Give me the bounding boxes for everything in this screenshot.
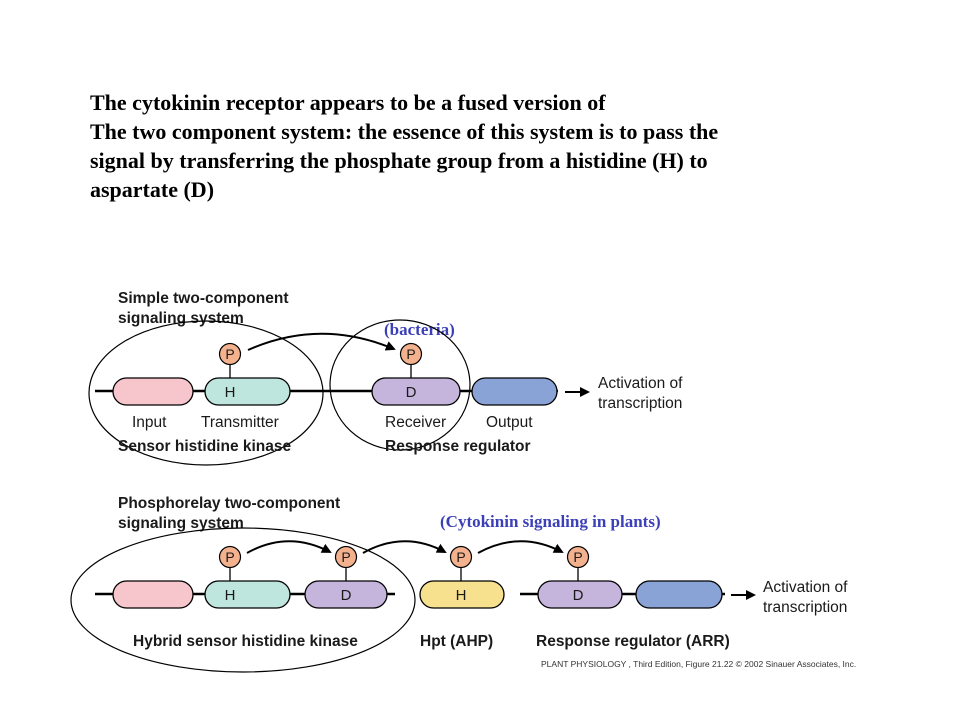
hybrid-input-domain <box>112 580 194 609</box>
simple-d-label: D <box>406 384 417 401</box>
receiver-domain <box>371 377 461 406</box>
simple-transfer-arrow <box>247 332 396 351</box>
relay-h2-label: H <box>456 587 467 604</box>
intro-text: The cytokinin receptor appears to be a f… <box>90 88 870 204</box>
arr-label: Response regulator (ARR) <box>536 633 730 650</box>
relay-p1-label: P <box>225 549 234 565</box>
relay-transfer-arrow-3 <box>477 540 564 554</box>
hybrid-transmitter-domain <box>204 580 291 609</box>
response-regulator-label: Response regulator <box>385 438 531 455</box>
simple-h-label: H <box>225 384 236 401</box>
arr-output-domain <box>635 580 723 609</box>
intro-line-4: aspartate (D) <box>90 177 215 202</box>
sensor-kinase-label: Sensor histidine kinase <box>118 438 292 455</box>
simple-annotation: (bacteria) <box>384 320 455 339</box>
relay-phosphate-4 <box>566 545 590 569</box>
relay-transfer-arrow-1 <box>246 540 332 554</box>
relay-d2-label: D <box>573 587 584 604</box>
intro-line-3: signal by transferring the phosphate gro… <box>90 148 708 173</box>
simple-title-2: signaling system <box>118 310 244 327</box>
simple-phosphate-2 <box>399 342 423 366</box>
transmitter-label: Transmitter <box>201 414 279 431</box>
input-label: Input <box>132 414 167 431</box>
relay-transfer-arrow-2 <box>362 540 447 554</box>
relay-phosphate-3 <box>449 545 473 569</box>
output-domain <box>471 377 558 406</box>
simple-sensor-ellipse <box>88 320 324 466</box>
simple-receiver-ellipse <box>329 319 471 451</box>
intro-line-2: The two component system: the essence of… <box>90 119 719 144</box>
hybrid-kinase-ellipse <box>70 527 416 673</box>
simple-activation-2: transcription <box>598 395 682 412</box>
receiver-label: Receiver <box>385 414 446 431</box>
relay-h1-label: H <box>225 587 236 604</box>
relay-activation-1: Activation of <box>763 579 848 596</box>
relay-d1-label: D <box>341 587 352 604</box>
relay-p2-label: P <box>341 549 350 565</box>
relay-activation-2: transcription <box>763 599 847 616</box>
phospho-title-2: signaling system <box>118 515 244 532</box>
relay-p3-label: P <box>456 549 465 565</box>
intro-line-1: The cytokinin receptor appears to be a f… <box>90 90 606 115</box>
relay-phosphate-1 <box>218 545 242 569</box>
hpt-domain <box>419 580 505 609</box>
simple-title-1: Simple two-component <box>118 290 289 307</box>
simple-p1-label: P <box>225 346 234 362</box>
transmitter-domain <box>204 377 291 406</box>
hybrid-receiver-domain <box>304 580 388 609</box>
arr-receiver-domain <box>537 580 623 609</box>
figure-credit: PLANT PHYSIOLOGY , Third Edition, Figure… <box>541 659 856 669</box>
phospho-title-1: Phosphorelay two-component <box>118 495 340 512</box>
hybrid-kinase-label: Hybrid sensor histidine kinase <box>133 633 358 650</box>
relay-phosphate-2 <box>334 545 358 569</box>
input-domain <box>112 377 194 406</box>
phospho-annotation: (Cytokinin signaling in plants) <box>440 512 661 531</box>
hpt-label: Hpt (AHP) <box>420 633 493 650</box>
simple-phosphate-1 <box>218 342 242 366</box>
relay-p4-label: P <box>573 549 582 565</box>
simple-p2-label: P <box>406 346 415 362</box>
simple-activation-1: Activation of <box>598 375 683 392</box>
output-label: Output <box>486 414 533 431</box>
